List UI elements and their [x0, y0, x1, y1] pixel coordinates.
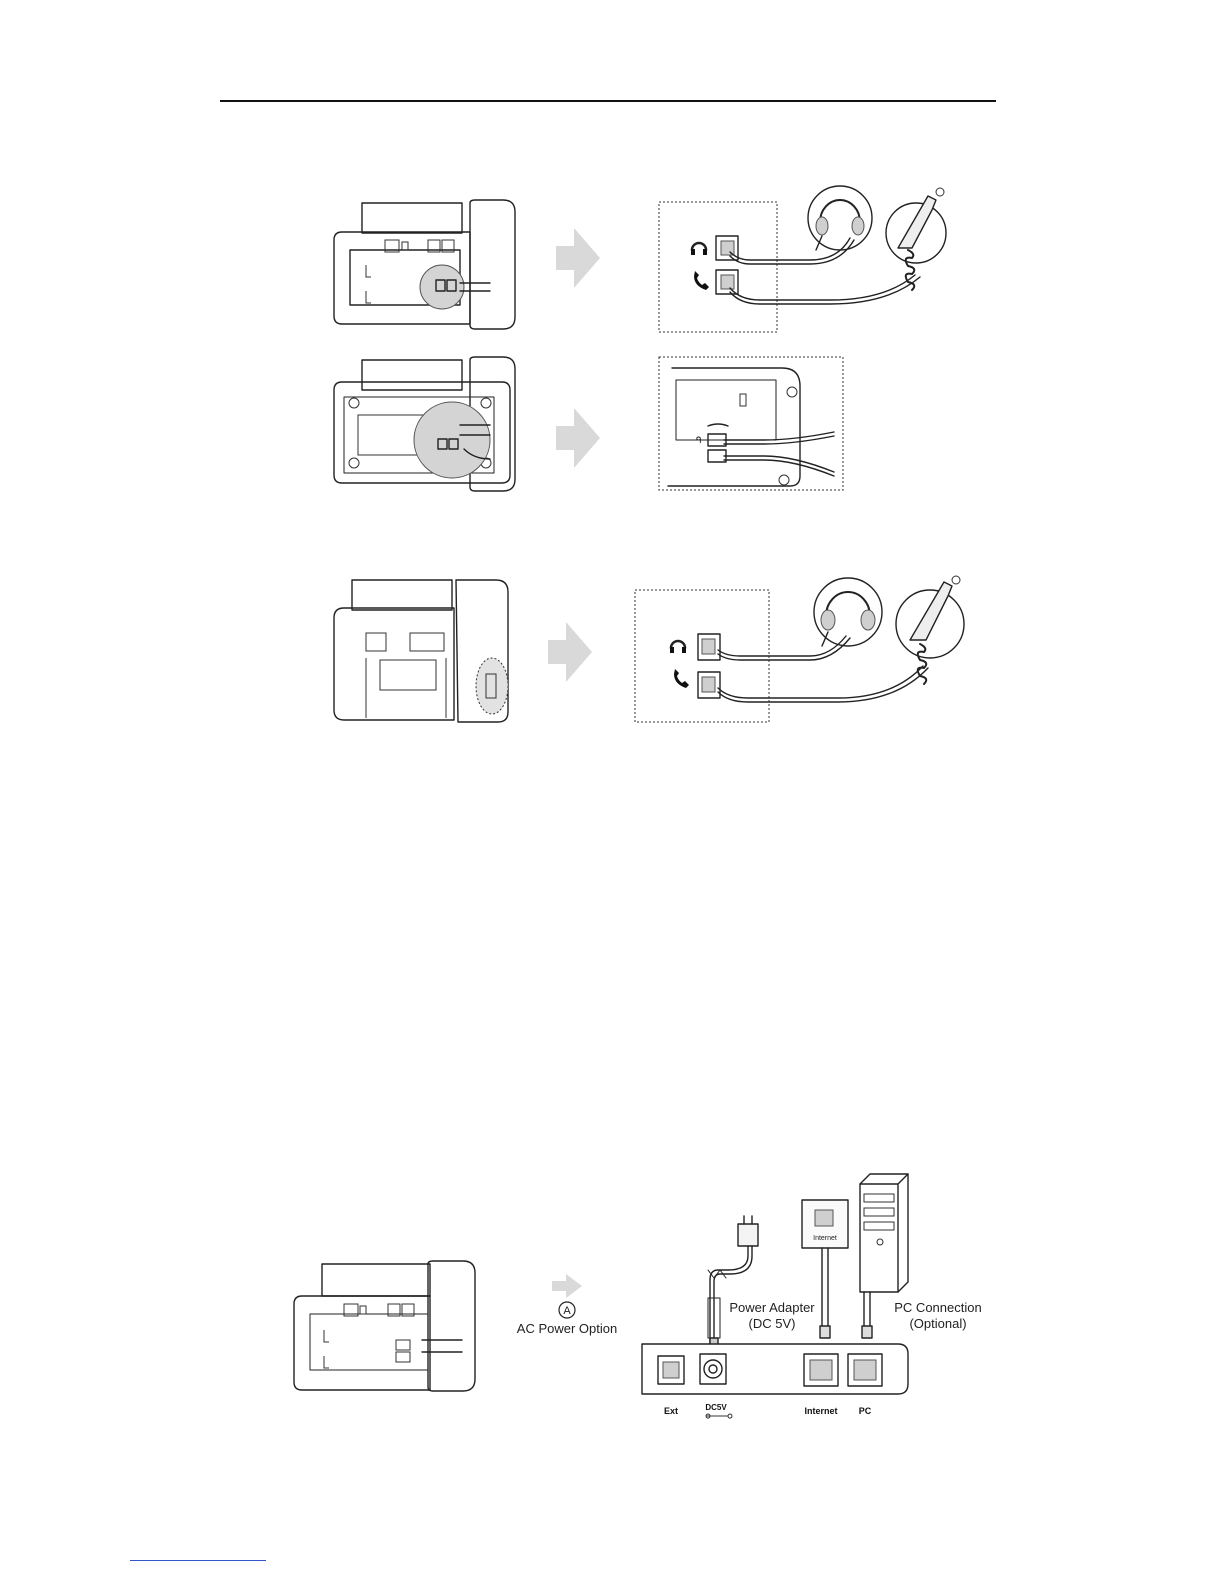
- arrow-right-2: [556, 408, 600, 468]
- headset-port-detail-3: [634, 566, 974, 724]
- arrow-right-3: [548, 622, 592, 682]
- port-dc-label: DC5V: [705, 1403, 727, 1412]
- ac-power-option-label: A AC Power Option: [512, 1300, 622, 1340]
- headset-port-detail-1: [658, 178, 978, 333]
- headset-port-detail-2: ᑫ: [658, 356, 848, 492]
- adapter-label-line2: (DC 5V): [749, 1316, 796, 1331]
- arrow-right-1: [556, 228, 600, 288]
- phone-back-view-3: [330, 578, 530, 723]
- pc-label-line1: PC Connection: [894, 1300, 981, 1315]
- port-internet-label: Internet: [804, 1406, 837, 1416]
- wall-jack-label: Internet: [813, 1235, 837, 1242]
- phone-back-view-4: [292, 1260, 492, 1392]
- phone-back-view-1: [330, 195, 530, 330]
- port-pc-label: PC: [859, 1406, 872, 1416]
- header-rule: [220, 100, 996, 102]
- option-label: AC Power Option: [517, 1321, 617, 1336]
- power-wiring-diagram: Internet Power Adapter (DC 5V) PC Connec…: [636, 1170, 996, 1420]
- option-marker: A: [563, 1305, 571, 1317]
- svg-text:ᑫ: ᑫ: [696, 435, 702, 445]
- port-ext-label: Ext: [664, 1406, 678, 1416]
- pc-label-line2: (Optional): [909, 1316, 966, 1331]
- phone-back-view-2: [330, 355, 530, 490]
- footer-link-underline[interactable]: [130, 1560, 266, 1561]
- arrow-right-power: [552, 1274, 582, 1298]
- adapter-label-line1: Power Adapter: [729, 1300, 815, 1315]
